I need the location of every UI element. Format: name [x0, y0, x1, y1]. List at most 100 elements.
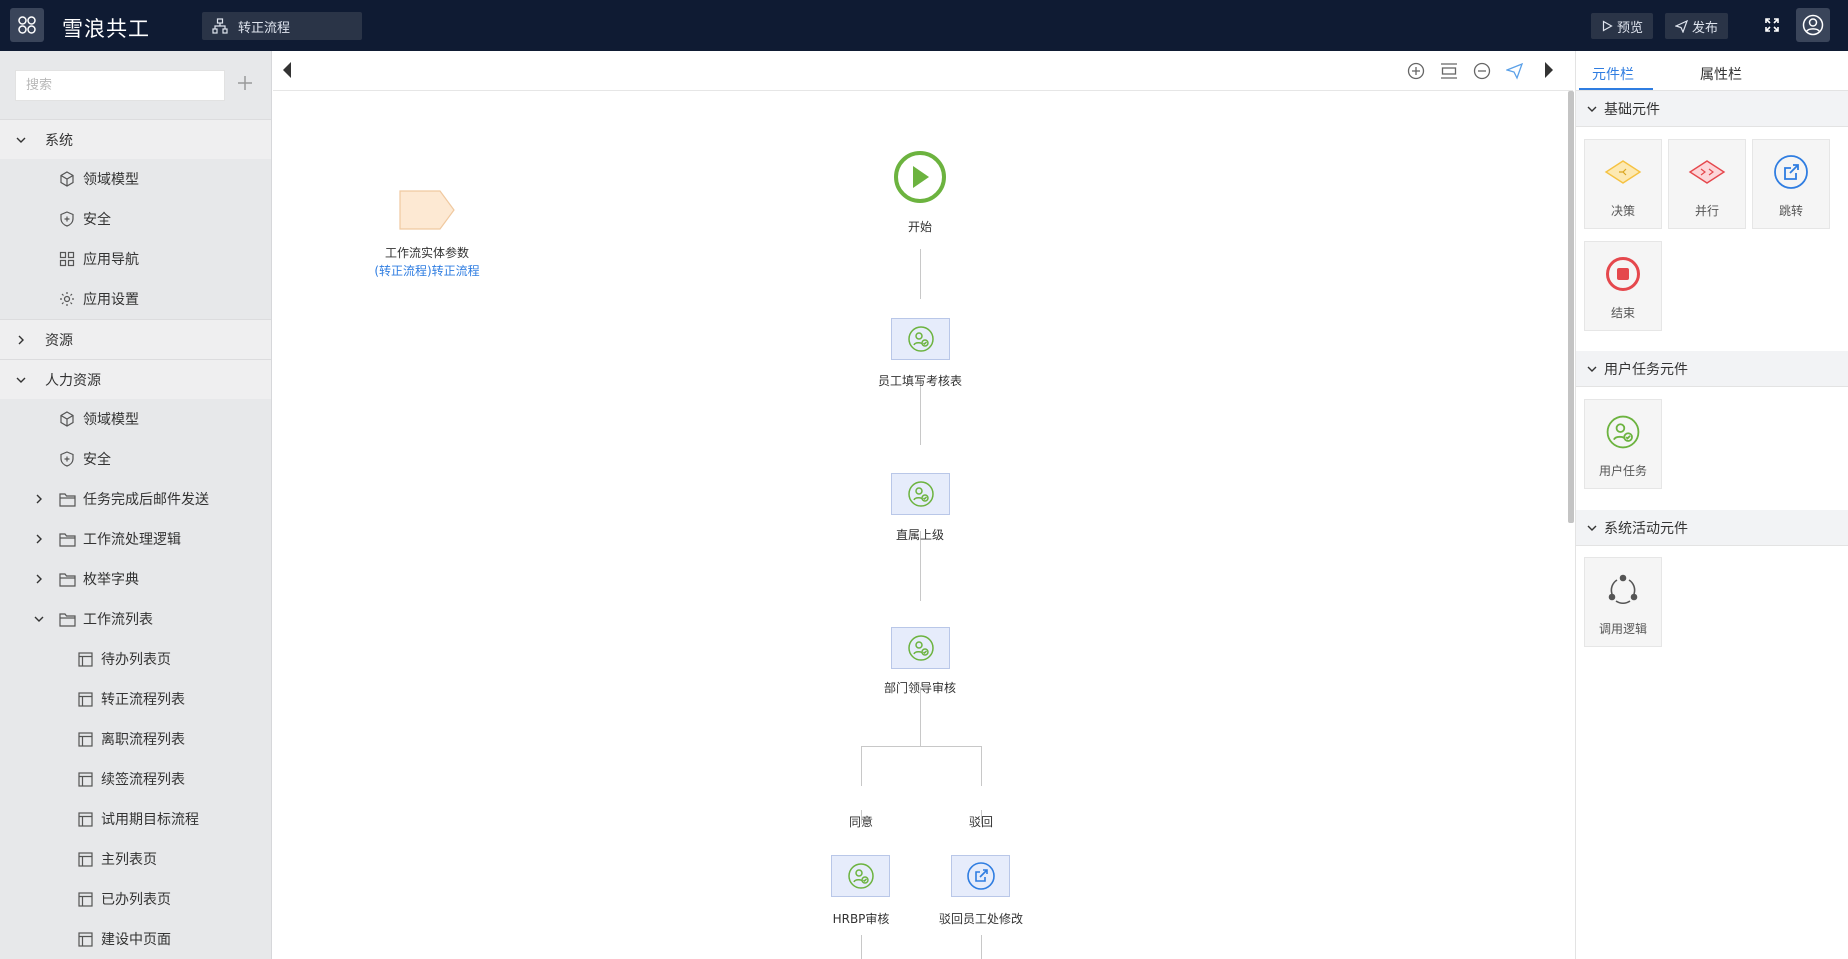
- chevron-down-icon: [1587, 525, 1597, 531]
- user-avatar-icon[interactable]: [1796, 8, 1830, 42]
- entity-params-link[interactable]: (转正流程)转正流程: [374, 264, 480, 278]
- fullscreen-icon[interactable]: [1765, 18, 1779, 37]
- preview-button[interactable]: 预览: [1591, 13, 1654, 39]
- task-label: 部门领导审核: [883, 681, 957, 695]
- component-call-logic[interactable]: 调用逻辑: [1584, 557, 1662, 647]
- tree-item[interactable]: 试用期目标流程: [0, 799, 271, 839]
- table-icon: [76, 690, 94, 708]
- tab-components[interactable]: 元件栏: [1592, 67, 1634, 83]
- table-icon: [76, 650, 94, 668]
- tree-item-label: 建设中页面: [101, 932, 171, 948]
- right-panel: 元件栏 属性栏 基础元件 决策 并行 跳转 结束 用户任务元件 用户任务 系统活…: [1575, 51, 1848, 959]
- gear-icon: [58, 290, 76, 308]
- tree-item[interactable]: 离职流程列表: [0, 719, 271, 759]
- fit-view-icon[interactable]: [1440, 62, 1458, 85]
- entity-params-title: 工作流实体参数: [384, 246, 470, 260]
- component-parallel[interactable]: 并行: [1668, 139, 1746, 229]
- section-system-activity-components[interactable]: 系统活动元件: [1576, 510, 1848, 546]
- connector: [920, 375, 921, 445]
- entity-params-node[interactable]: [399, 190, 455, 235]
- connector: [920, 249, 921, 299]
- folder-icon: [58, 530, 76, 548]
- section-basic-components[interactable]: 基础元件: [1576, 91, 1848, 127]
- tree-item[interactable]: 枚举字典: [0, 559, 271, 599]
- tree-item[interactable]: 安全: [0, 199, 271, 239]
- search-input[interactable]: [16, 71, 224, 100]
- user-task-node[interactable]: [891, 473, 950, 515]
- tree-item[interactable]: 建设中页面: [0, 919, 271, 959]
- component-user-task[interactable]: 用户任务: [1584, 399, 1662, 489]
- app-grid-icon[interactable]: [10, 8, 44, 42]
- tree-item[interactable]: 续签流程列表: [0, 759, 271, 799]
- component-end[interactable]: 结束: [1584, 241, 1662, 331]
- tree-item[interactable]: 领域模型: [0, 159, 271, 199]
- tab-properties[interactable]: 属性栏: [1700, 67, 1742, 83]
- user-task-node[interactable]: [891, 627, 950, 669]
- zoom-in-icon[interactable]: [1407, 62, 1425, 85]
- table-icon: [76, 930, 94, 948]
- collapse-right-icon[interactable]: [1543, 61, 1555, 84]
- tree-item[interactable]: 转正流程列表: [0, 679, 271, 719]
- collapse-left-icon[interactable]: [281, 61, 293, 84]
- tree-item-label: 安全: [83, 212, 111, 228]
- start-node[interactable]: [893, 150, 947, 209]
- chevron-right-icon[interactable]: [32, 532, 46, 546]
- table-icon: [76, 730, 94, 748]
- send-blue-icon[interactable]: [1504, 62, 1524, 85]
- tree-item[interactable]: 人力资源: [0, 359, 271, 399]
- chevron-down-icon[interactable]: [14, 373, 28, 387]
- component-jump[interactable]: 跳转: [1752, 139, 1830, 229]
- section-user-task-components[interactable]: 用户任务元件: [1576, 351, 1848, 387]
- tree-item[interactable]: 任务完成后邮件发送: [0, 479, 271, 519]
- tree-item[interactable]: 应用导航: [0, 239, 271, 279]
- user-task-node[interactable]: [831, 855, 890, 897]
- tree-item[interactable]: 系统: [0, 119, 271, 159]
- connector: [981, 746, 982, 786]
- tree-item[interactable]: 资源: [0, 319, 271, 359]
- tree-item-label: 已办列表页: [101, 892, 171, 908]
- stop-icon: [1606, 257, 1640, 291]
- tree-item[interactable]: 安全: [0, 439, 271, 479]
- tree-item[interactable]: 应用设置: [0, 279, 271, 319]
- tree-item-label: 应用设置: [83, 292, 139, 308]
- tree-item-label: 续签流程列表: [101, 772, 185, 788]
- connector: [861, 746, 981, 747]
- canvas-scrollbar[interactable]: [1568, 91, 1574, 523]
- user-task-node[interactable]: [891, 318, 950, 360]
- tree-item-label: 枚举字典: [83, 572, 139, 588]
- search-box[interactable]: [15, 70, 225, 101]
- table-icon: [76, 850, 94, 868]
- breadcrumb-flow[interactable]: 转正流程: [202, 12, 362, 40]
- chevron-right-icon[interactable]: [32, 492, 46, 506]
- connector: [861, 935, 862, 959]
- chevron-down-icon[interactable]: [32, 612, 46, 626]
- tree-item[interactable]: 主列表页: [0, 839, 271, 879]
- shield-plus-icon: [58, 210, 76, 228]
- chevron-down-icon: [1587, 106, 1597, 112]
- tree-item[interactable]: 已办列表页: [0, 879, 271, 919]
- tree-item-label: 待办列表页: [101, 652, 171, 668]
- jump-node[interactable]: [951, 855, 1010, 897]
- publish-button[interactable]: 发布: [1665, 13, 1729, 39]
- add-icon[interactable]: [236, 74, 254, 92]
- task-label: 驳回员工处修改: [938, 912, 1024, 926]
- call-logic-icon: [1608, 574, 1638, 605]
- component-decision[interactable]: 决策: [1584, 139, 1662, 229]
- tree-item-label: 转正流程列表: [101, 692, 185, 708]
- tree-item[interactable]: 工作流处理逻辑: [0, 519, 271, 559]
- flow-canvas[interactable]: 工作流实体参数 (转正流程)转正流程 开始 员工填写考核表 直属上级 部门领导审…: [273, 91, 1573, 959]
- connector: [981, 935, 982, 959]
- chevron-down-icon[interactable]: [14, 133, 28, 147]
- tree-item[interactable]: 待办列表页: [0, 639, 271, 679]
- connector: [920, 687, 921, 747]
- tree-item[interactable]: 工作流列表: [0, 599, 271, 639]
- chevron-right-icon[interactable]: [32, 572, 46, 586]
- top-bar: 雪浪共工 转正流程 预览 发布: [0, 0, 1848, 51]
- shield-plus-icon: [58, 450, 76, 468]
- tree-item[interactable]: 领域模型: [0, 399, 271, 439]
- tree-item-label: 人力资源: [45, 372, 101, 389]
- zoom-out-icon[interactable]: [1473, 62, 1491, 85]
- decision-icon: [1604, 160, 1642, 184]
- table-icon: [76, 810, 94, 828]
- chevron-right-icon[interactable]: [14, 333, 28, 347]
